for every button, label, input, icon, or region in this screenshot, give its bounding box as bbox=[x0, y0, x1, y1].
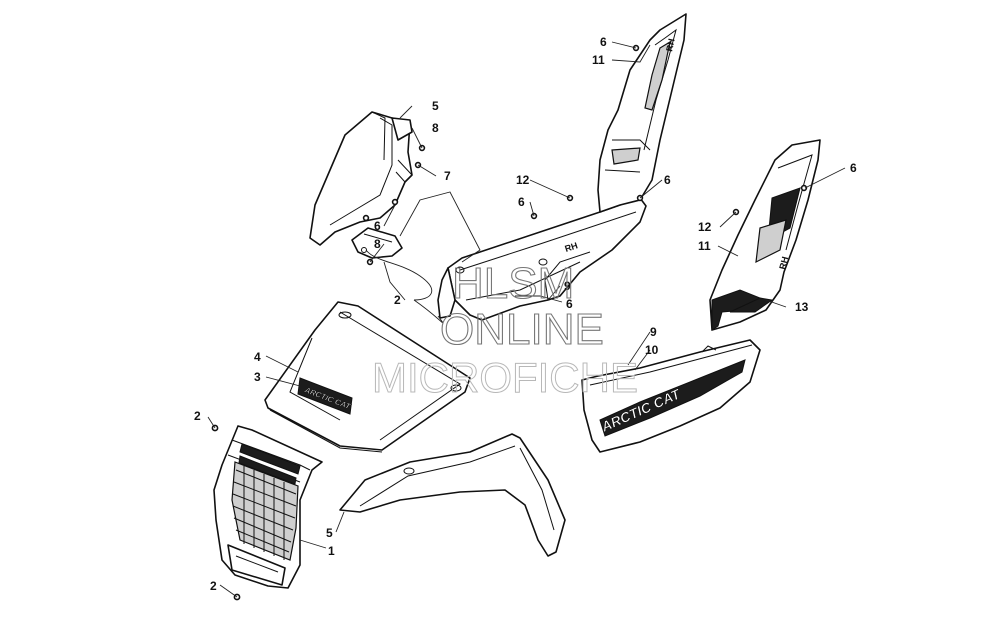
grille-mesh bbox=[231, 461, 299, 561]
callout-6: 6 bbox=[518, 195, 525, 209]
callout-9: 9 bbox=[650, 325, 657, 339]
rh-mark-upper: RH bbox=[664, 38, 676, 53]
callout-11: 11 bbox=[592, 53, 605, 67]
upper-side-panel: RH bbox=[597, 13, 687, 213]
callout-6: 6 bbox=[850, 161, 857, 175]
right-panel-decal bbox=[711, 289, 774, 331]
front-grille bbox=[213, 425, 323, 589]
pushpin-icon bbox=[362, 214, 370, 222]
rh-mark-center: RH bbox=[564, 240, 579, 254]
callouts: 6 11 5 8 7 6 8 12 6 6 6 12 11 13 9 6 9 1… bbox=[194, 35, 857, 593]
mount-bracket bbox=[351, 227, 403, 259]
callout-2: 2 bbox=[394, 293, 401, 307]
callout-8: 8 bbox=[432, 121, 439, 135]
callout-12: 12 bbox=[516, 173, 530, 187]
callout-5: 5 bbox=[326, 526, 333, 540]
pushpin-icon bbox=[391, 198, 399, 206]
pushpin-icon bbox=[800, 184, 808, 192]
watermark-line-1: HLSM bbox=[452, 259, 574, 308]
callout-12: 12 bbox=[698, 220, 712, 234]
watermark: HLSM ONLINE MICROFICHE bbox=[372, 258, 639, 401]
callout-13: 13 bbox=[795, 300, 809, 314]
callout-5: 5 bbox=[432, 99, 439, 113]
front-fender bbox=[339, 433, 566, 557]
callout-1: 1 bbox=[328, 544, 335, 558]
callout-4: 4 bbox=[254, 350, 261, 364]
right-side-panel: RH bbox=[709, 139, 821, 331]
headlight-cowl bbox=[309, 111, 413, 246]
callout-8: 8 bbox=[374, 237, 381, 251]
callout-6: 6 bbox=[600, 35, 607, 49]
callout-6: 6 bbox=[664, 173, 671, 187]
watermark-line-2: ONLINE bbox=[440, 305, 604, 354]
callout-9: 9 bbox=[564, 279, 571, 293]
callout-10: 10 bbox=[645, 343, 659, 357]
hood: ARCTIC CAT bbox=[264, 301, 471, 453]
callout-7: 7 bbox=[444, 169, 451, 183]
callout-6: 6 bbox=[374, 219, 381, 233]
callout-2: 2 bbox=[210, 579, 217, 593]
callout-6: 6 bbox=[566, 297, 573, 311]
rh-side-panel: RH bbox=[437, 197, 647, 321]
callout-3: 3 bbox=[254, 370, 261, 384]
lower-side-panel: ARCTIC CAT bbox=[581, 339, 761, 453]
watermark-line-3: MICROFICHE bbox=[372, 354, 638, 401]
upper-vents bbox=[238, 443, 301, 485]
callout-11: 11 bbox=[698, 239, 711, 253]
rh-mark-right: RH bbox=[777, 255, 790, 270]
callout-2: 2 bbox=[194, 409, 201, 423]
leader-lines bbox=[207, 41, 846, 598]
